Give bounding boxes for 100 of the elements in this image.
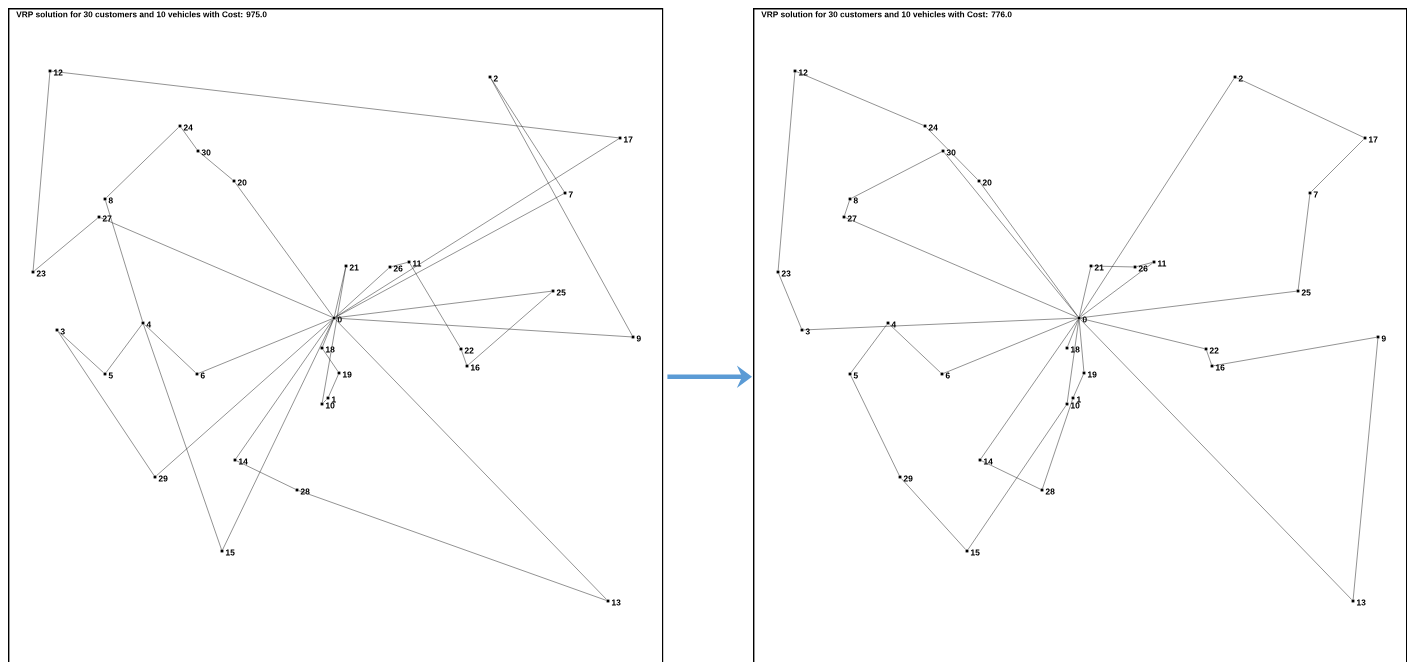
route-line	[334, 267, 346, 317]
route-line	[850, 324, 888, 373]
route-line	[1092, 265, 1134, 268]
route-line	[778, 273, 802, 329]
route-line	[58, 331, 104, 373]
point-label: 24	[183, 124, 193, 131]
point-label: 12	[798, 69, 808, 76]
point-label: 5	[108, 372, 113, 379]
point-label: 10	[1070, 402, 1080, 409]
point-label: 30	[201, 149, 211, 156]
point-label: 18	[325, 346, 335, 353]
panel-title: VRP solution for 30 customers and 10 vehicles with Cost: 776.0	[761, 11, 1012, 18]
point-label: 20	[237, 179, 247, 186]
route-line	[328, 374, 339, 397]
route-line	[1067, 319, 1080, 403]
route-line	[1067, 319, 1079, 347]
route-line	[1078, 319, 1085, 372]
point-label: 5	[853, 372, 858, 379]
route-line	[322, 349, 339, 372]
route-line	[106, 127, 179, 198]
point-label: 25	[556, 289, 566, 296]
point-label: 10	[325, 402, 335, 409]
point-label: 16	[1215, 364, 1225, 371]
point-label: 9	[1381, 335, 1386, 342]
point-label: 22	[464, 347, 474, 354]
point-label: 7	[1313, 191, 1318, 198]
route-line	[967, 405, 1067, 550]
point-label: 13	[611, 599, 621, 606]
point-label: 0	[1082, 316, 1087, 323]
route-line	[1311, 139, 1364, 192]
route-line	[198, 318, 333, 374]
point-label: 23	[781, 270, 791, 277]
point-label: 19	[1087, 371, 1097, 378]
route-line	[105, 200, 143, 322]
point-label: 18	[1070, 346, 1080, 353]
point-label: 30	[946, 149, 956, 156]
point-label: 8	[108, 197, 113, 204]
point-label: 17	[1368, 136, 1378, 143]
route-line	[844, 200, 850, 216]
route-line	[57, 331, 155, 476]
point-label: 4	[891, 321, 897, 328]
route-line	[234, 182, 334, 317]
route-line	[180, 127, 198, 150]
point-label: 25	[1301, 289, 1311, 296]
route-line	[409, 263, 461, 348]
route-line	[889, 324, 941, 373]
route-line	[850, 375, 900, 476]
route-line	[490, 78, 633, 336]
route-line	[468, 292, 552, 365]
point-label: 6	[200, 372, 205, 379]
route-line	[335, 319, 607, 600]
point-label: 7	[568, 191, 573, 198]
route-line	[391, 262, 408, 267]
route-line	[1080, 318, 1205, 349]
point-label: 24	[928, 124, 938, 131]
point-label: 16	[470, 364, 480, 371]
point-label: 21	[1094, 264, 1104, 271]
point-label: 14	[983, 458, 993, 465]
route-line	[335, 290, 552, 319]
route-line	[236, 460, 296, 490]
point-label: 2	[493, 75, 498, 82]
point-label: 29	[903, 475, 913, 482]
route-line	[156, 319, 333, 476]
point-label: 27	[847, 215, 857, 222]
route-line	[222, 319, 334, 550]
route-line	[851, 151, 942, 199]
point-label: 27	[102, 215, 112, 222]
point-label: 14	[238, 458, 248, 465]
point-label: 23	[36, 270, 46, 277]
route-line	[1079, 78, 1235, 317]
route-line	[1352, 338, 1379, 600]
point-label: 2	[1238, 75, 1243, 82]
route-line	[1080, 262, 1153, 318]
route-line	[981, 460, 1041, 490]
route-line	[490, 78, 565, 192]
route-line	[199, 152, 233, 180]
route-line	[944, 152, 1078, 317]
route-line	[980, 319, 1079, 459]
route-line	[1042, 399, 1073, 489]
point-label: 9	[636, 335, 641, 342]
route-line	[845, 217, 1078, 318]
route-line	[943, 318, 1078, 374]
point-label: 3	[805, 328, 810, 335]
point-label: 17	[623, 136, 633, 143]
point-label: 6	[945, 372, 950, 379]
route-line	[1213, 337, 1377, 366]
point-label: 1	[331, 396, 336, 403]
route-line	[1236, 77, 1364, 138]
route-line	[32, 72, 51, 271]
route-line	[803, 317, 1078, 331]
point-label: 19	[342, 371, 352, 378]
point-label: 22	[1209, 347, 1219, 354]
route-line	[144, 324, 196, 373]
route-line	[1073, 374, 1084, 397]
point-label: 15	[970, 549, 980, 556]
point-label: 12	[53, 69, 63, 76]
route-line	[1080, 290, 1297, 319]
route-line	[1206, 350, 1212, 365]
route-line	[796, 71, 924, 126]
route-line	[298, 490, 607, 601]
